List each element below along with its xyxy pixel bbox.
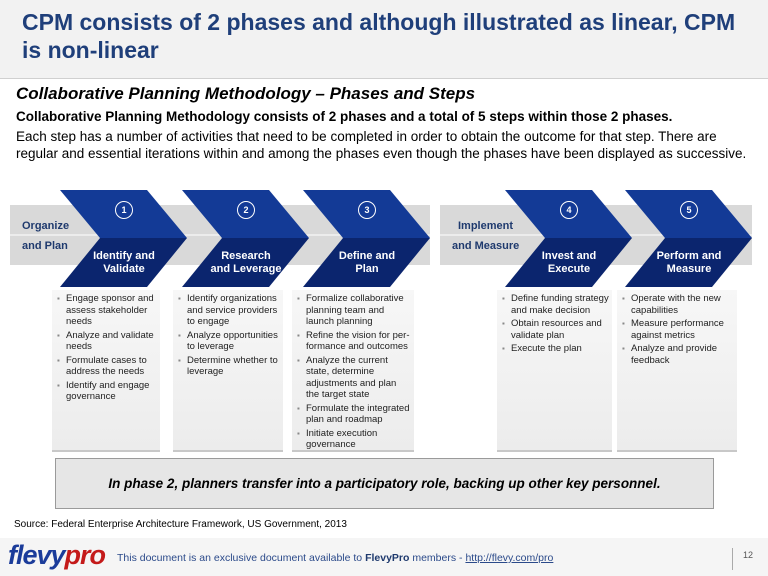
step-4-number-badge: 4 bbox=[560, 201, 578, 219]
footer: flevypro This document is an exclusive d… bbox=[0, 538, 768, 576]
step-4-chevron-bottom bbox=[505, 238, 632, 287]
phase-2-note: In phase 2, planners transfer into a par… bbox=[55, 458, 714, 509]
activity-item: Formalize collaborative planning team an… bbox=[297, 293, 412, 328]
page-title: CPM consists of 2 phases and although il… bbox=[22, 9, 736, 63]
step-1-activities: Engage sponsor and assess stakeholder ne… bbox=[52, 290, 160, 452]
activity-item: Analyze opportunities to leverage bbox=[178, 330, 281, 353]
step-2-chevron-bottom bbox=[182, 238, 309, 287]
footer-text: This document is an exclusive document a… bbox=[117, 552, 554, 564]
activity-item: Measure performance against metrics bbox=[622, 318, 735, 341]
section-subtitle: Collaborative Planning Methodology – Pha… bbox=[16, 84, 476, 103]
activity-item: Define funding strategy and make decisio… bbox=[502, 293, 610, 316]
activity-item: Refine the vision for per-formance and o… bbox=[297, 330, 412, 353]
activity-item: Operate with the new capabilities bbox=[622, 293, 735, 316]
step-2-activities: Identify organizations and service provi… bbox=[173, 290, 283, 452]
page-number: 12 bbox=[732, 548, 753, 570]
step-5-activities: Operate with the new capabilitiesMeasure… bbox=[617, 290, 737, 452]
step-3-number-badge: 3 bbox=[358, 201, 376, 219]
phase-2-line1: Implement bbox=[458, 220, 514, 232]
description-text: Each step has a number of activities tha… bbox=[16, 129, 747, 161]
activity-item: Analyze and provide feedback bbox=[622, 343, 735, 366]
activity-item: Formulate cases to address the needs bbox=[57, 355, 158, 378]
activity-item: Initiate execution governance bbox=[297, 428, 412, 451]
activity-item: Obtain resources and validate plan bbox=[502, 318, 610, 341]
activity-item: Formulate the integrated plan and roadma… bbox=[297, 403, 412, 426]
step-5-number-badge: 5 bbox=[680, 201, 698, 219]
step-5-chevron-bottom bbox=[625, 238, 752, 287]
step-3-activities: Formalize collaborative planning team an… bbox=[292, 290, 414, 452]
phase-1-line1: Organize bbox=[22, 220, 70, 232]
activity-item: Execute the plan bbox=[502, 343, 610, 355]
flevypro-logo: flevypro bbox=[8, 540, 106, 570]
activity-item: Identify and engage governance bbox=[57, 380, 158, 403]
activity-item: Determine whether to leverage bbox=[178, 355, 281, 378]
phase-1-line2: and Plan bbox=[22, 240, 68, 252]
activity-item: Engage sponsor and assess stakeholder ne… bbox=[57, 293, 158, 328]
activity-item: Analyze and validate needs bbox=[57, 330, 158, 353]
activity-item: Analyze the current state, determine adj… bbox=[297, 355, 412, 401]
step-1-chevron-bottom bbox=[60, 238, 187, 287]
phase-2-line2: and Measure bbox=[452, 240, 520, 252]
step-3-chevron-bottom bbox=[303, 238, 430, 287]
flevy-pro-link[interactable]: http://flevy.com/pro bbox=[465, 552, 554, 564]
step-1-number-badge: 1 bbox=[115, 201, 133, 219]
source-text: Source: Federal Enterprise Architecture … bbox=[14, 519, 347, 530]
activity-item: Identify organizations and service provi… bbox=[178, 293, 281, 328]
step-2-number-badge: 2 bbox=[237, 201, 255, 219]
step-4-activities: Define funding strategy and make decisio… bbox=[497, 290, 612, 452]
lead-text: Collaborative Planning Methodology consi… bbox=[16, 109, 673, 124]
header: CPM consists of 2 phases and although il… bbox=[0, 0, 768, 79]
